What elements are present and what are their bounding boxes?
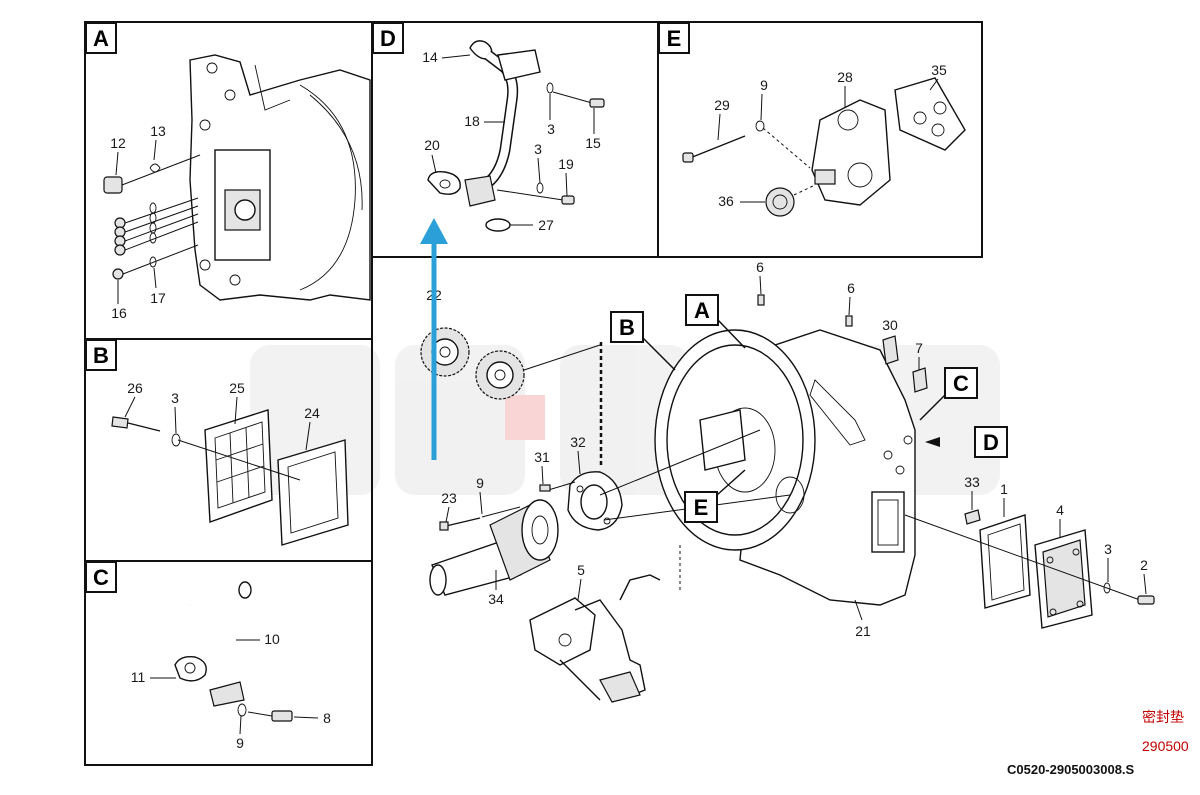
callout-c-10: 10 <box>264 631 280 647</box>
svg-text:D: D <box>983 430 999 455</box>
svg-text:A: A <box>694 298 710 323</box>
callout-5: 5 <box>577 562 585 578</box>
lever-assembly-5 <box>529 574 661 703</box>
highlight-arrow <box>420 218 448 460</box>
callout-21: 21 <box>855 623 871 639</box>
tag-b[interactable]: B <box>610 311 644 343</box>
callout-e-28: 28 <box>837 69 853 85</box>
callout-d-18: 18 <box>464 113 480 129</box>
panel-b-cover-25 <box>204 409 273 523</box>
panel-c-tube <box>174 581 293 722</box>
callout-9: 9 <box>476 475 484 491</box>
callout-23: 23 <box>441 490 457 506</box>
drawing-code: C0520-2905003008.S <box>1007 762 1135 777</box>
callout-e-36: 36 <box>718 193 734 209</box>
callout-b-24: 24 <box>304 405 320 421</box>
callout-c-9: 9 <box>236 735 244 751</box>
callout-e-9: 9 <box>760 77 768 93</box>
small-parts <box>539 294 981 525</box>
svg-text:E: E <box>667 26 682 51</box>
seal-plate-32 <box>567 471 623 531</box>
callout-a-12: 12 <box>110 135 126 151</box>
svg-text:D: D <box>380 26 396 51</box>
callout-34: 34 <box>488 591 504 607</box>
cover-1 <box>979 514 1031 609</box>
panel-c-frame <box>84 560 373 766</box>
callout-d-3a: 3 <box>547 121 555 137</box>
panel-b-bolt <box>111 416 181 447</box>
svg-text:C: C <box>953 371 969 396</box>
shaft-34 <box>429 499 559 596</box>
panel-c-label: C <box>85 561 117 593</box>
callout-c-8: 8 <box>323 710 331 726</box>
callout-2: 2 <box>1140 557 1148 573</box>
svg-text:B: B <box>93 343 109 368</box>
callout-d-20: 20 <box>424 137 440 153</box>
panel-d-pipe <box>427 40 605 232</box>
callout-6a: 6 <box>756 259 764 275</box>
panel-b-label: B <box>85 339 117 371</box>
svg-text:B: B <box>619 315 635 340</box>
tag-e[interactable]: E <box>684 491 718 523</box>
tag-c[interactable]: C <box>944 367 978 399</box>
callout-31: 31 <box>534 449 550 465</box>
callout-1: 1 <box>1000 481 1008 497</box>
tag-d[interactable]: D <box>974 426 1008 458</box>
panel-e-frame <box>657 21 983 258</box>
callout-d-19: 19 <box>558 156 574 172</box>
callout-b-25: 25 <box>229 380 245 396</box>
callout-a-13: 13 <box>150 123 166 139</box>
annotation-line2: 290500 <box>1142 738 1189 754</box>
callout-d-27: 27 <box>538 217 554 233</box>
bolts-23-9 <box>439 506 521 531</box>
callout-d-14: 14 <box>422 49 438 65</box>
callout-7: 7 <box>915 340 923 356</box>
callout-6b: 6 <box>847 280 855 296</box>
callout-c-11: 11 <box>131 669 146 685</box>
callout-a-16: 16 <box>111 305 127 321</box>
svg-text:C: C <box>93 565 109 590</box>
callout-d-3b: 3 <box>534 141 542 157</box>
plate-4 <box>1034 529 1093 629</box>
panel-d-label: D <box>372 22 404 54</box>
panel-e-label: E <box>658 22 690 54</box>
panel-a-label: A <box>85 22 117 54</box>
callout-b-26: 26 <box>127 380 143 396</box>
callout-3: 3 <box>1104 541 1112 557</box>
tag-a[interactable]: A <box>685 294 719 326</box>
callout-a-17: 17 <box>150 290 166 306</box>
annotation-line1: 密封垫 <box>1142 709 1184 725</box>
callout-e-35: 35 <box>931 62 947 78</box>
callout-33: 33 <box>964 474 980 490</box>
callout-d-15: 15 <box>585 135 601 151</box>
callout-4: 4 <box>1056 502 1064 518</box>
svg-text:A: A <box>93 26 109 51</box>
panel-b-gasket-24 <box>277 439 349 546</box>
callout-b-3: 3 <box>171 390 179 406</box>
callout-e-29: 29 <box>714 97 730 113</box>
callout-30: 30 <box>882 317 898 333</box>
svg-text:E: E <box>694 495 709 520</box>
panel-a-housing-drawing <box>189 54 371 301</box>
callout-32: 32 <box>570 434 586 450</box>
flywheel-housing <box>654 329 916 606</box>
panel-a-plugs <box>103 154 201 280</box>
panel-e-pump <box>682 77 966 217</box>
